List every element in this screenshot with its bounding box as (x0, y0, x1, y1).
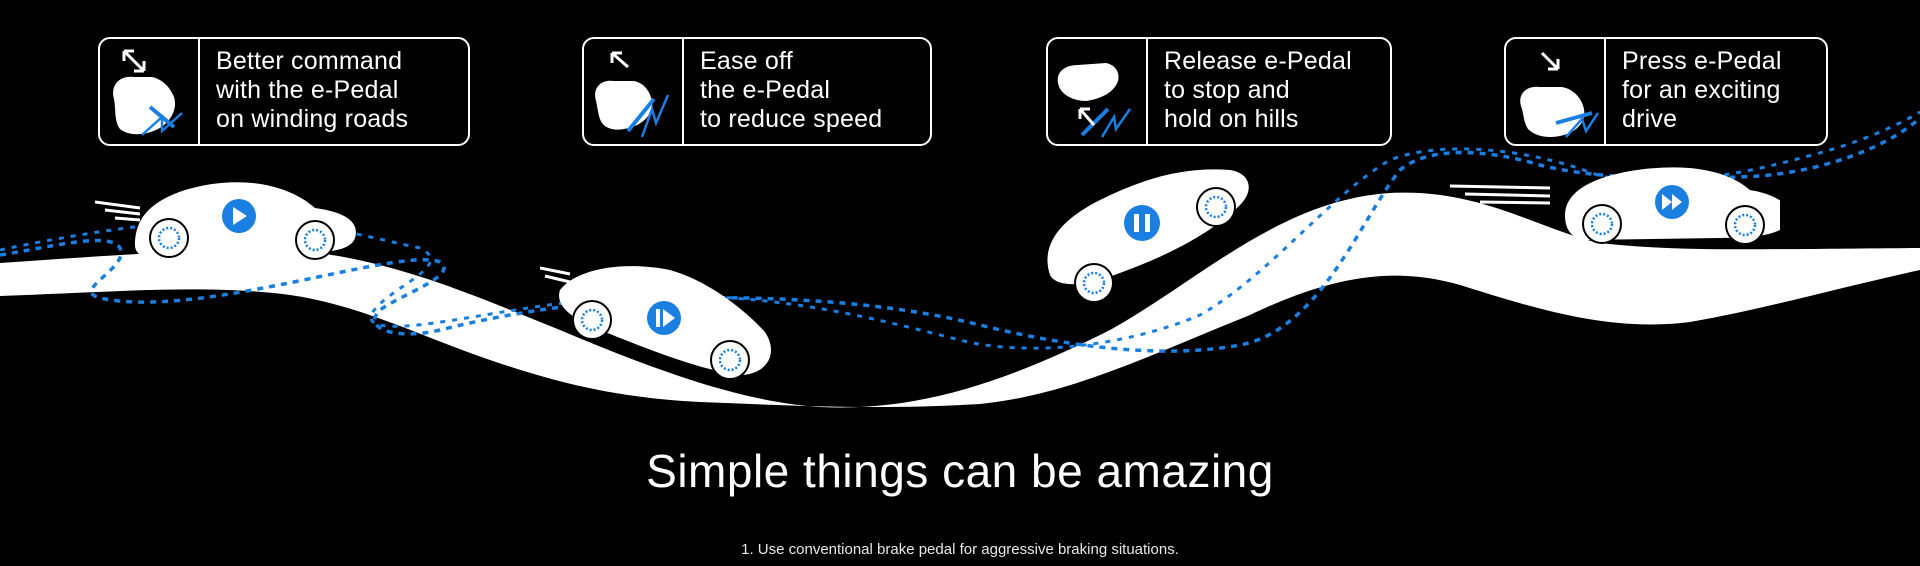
foot-lift-pedal-icon (584, 39, 684, 144)
pause-icon (1124, 205, 1160, 241)
headline: Simple things can be amazing (646, 445, 1274, 497)
car-1 (95, 182, 356, 260)
tip-card-stop-and-hold: Release e-Pedal to stop and hold on hill… (1046, 37, 1392, 146)
card-line: Press e-Pedal (1622, 47, 1782, 75)
tip-card-winding-roads: Better command with the e-Pedal on windi… (98, 37, 470, 146)
card-line: Ease off (700, 47, 793, 75)
card-line: with the e-Pedal (216, 76, 399, 104)
dotted-path-secondary (0, 110, 1920, 350)
slow-play-icon (647, 301, 681, 335)
car-4 (1450, 167, 1780, 245)
foot-on-pedal-adjust-icon (100, 39, 200, 144)
white-road (0, 192, 1920, 408)
foot-release-pedal-icon (1048, 39, 1148, 144)
fast-forward-icon (1655, 185, 1689, 219)
tip-card-exciting-drive: Press e-Pedal for an exciting drive (1504, 37, 1828, 146)
card-line: the e-Pedal (700, 76, 831, 104)
dotted-path-main (0, 116, 1920, 353)
card-line: Release e-Pedal (1164, 47, 1352, 75)
card-line: hold on hills (1164, 105, 1299, 133)
foot-press-pedal-icon (1506, 39, 1606, 144)
card-line: to stop and (1164, 76, 1290, 104)
card-line: to reduce speed (700, 105, 883, 133)
card-line: for an exciting (1622, 76, 1781, 104)
card-line: on winding roads (216, 105, 409, 133)
card-line: Better command (216, 47, 403, 75)
car-3 (1047, 169, 1249, 303)
play-icon (222, 199, 256, 233)
car-2 (540, 266, 771, 380)
footnote: 1. Use conventional brake pedal for aggr… (741, 541, 1179, 558)
tip-card-reduce-speed: Ease off the e-Pedal to reduce speed (582, 37, 932, 146)
card-line: drive (1622, 105, 1678, 133)
